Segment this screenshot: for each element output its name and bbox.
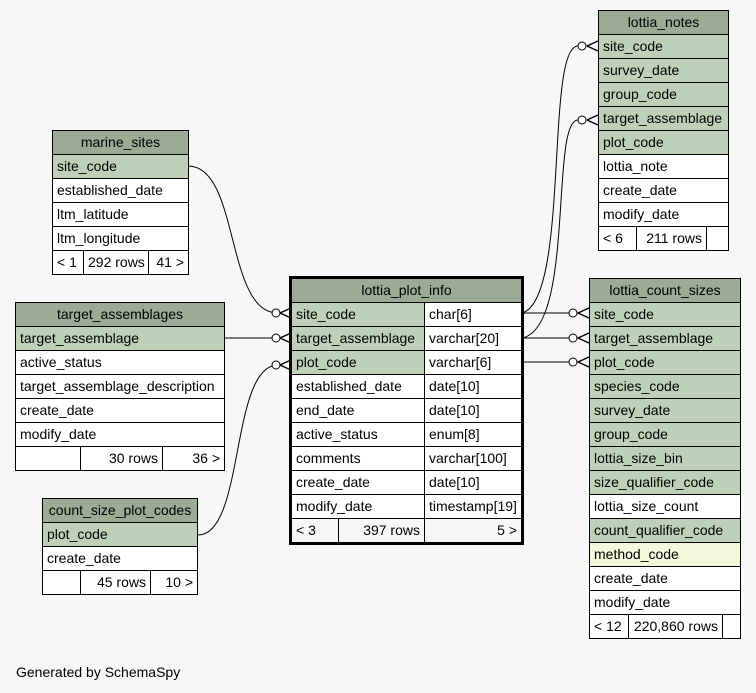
crowfoot-marker <box>586 40 599 52</box>
column-end-date[interactable]: end_date <box>292 399 424 422</box>
column-established-date[interactable]: established_date <box>53 179 188 202</box>
column-target-assemblage-description[interactable]: target_assemblage_description <box>16 375 224 398</box>
column-lottia-size-bin[interactable]: lottia_size_bin <box>590 447 740 470</box>
optional-marker <box>568 357 578 367</box>
crowfoot-marker <box>577 307 590 319</box>
optional-marker <box>577 41 587 51</box>
column-create-date[interactable]: create_date <box>599 179 728 202</box>
optional-marker <box>568 333 578 343</box>
column-survey-date[interactable]: survey_date <box>590 399 740 422</box>
table-title[interactable]: lottia_notes <box>599 11 728 34</box>
column-site-code[interactable]: site_code <box>599 35 728 58</box>
table-title[interactable]: target_assemblages <box>16 303 224 326</box>
column-size-qualifier-code[interactable]: size_qualifier_code <box>590 471 740 494</box>
column-target-assemblage[interactable]: target_assemblage <box>599 107 728 130</box>
table-title[interactable]: lottia_plot_info <box>292 279 521 302</box>
column-plot-code[interactable]: plot_code <box>599 131 728 154</box>
table-lottia-count-sizes[interactable]: lottia_count_sizes site_code target_asse… <box>589 278 741 639</box>
column-create-date[interactable]: create_date <box>16 399 224 422</box>
edge-marine-sites-to-plot-info <box>187 165 279 314</box>
column-modify-date[interactable]: modify_date <box>292 495 424 518</box>
edge-plot-codes-to-plot-info <box>197 364 279 536</box>
column-plot-code[interactable]: plot_code <box>590 351 740 374</box>
column-plot-code[interactable]: plot_code <box>43 523 197 546</box>
column-active-status[interactable]: active_status <box>292 423 424 446</box>
children-link[interactable] <box>706 227 728 250</box>
row-count: 220,860 rows <box>628 615 722 638</box>
crowfoot-marker <box>586 114 599 126</box>
column-type: enum[8] <box>424 423 521 446</box>
column-count-qualifier-code[interactable]: count_qualifier_code <box>590 519 740 542</box>
row-count: 45 rows <box>80 571 150 594</box>
column-modify-date[interactable]: modify_date <box>599 203 728 226</box>
column-type: varchar[20] <box>424 327 521 350</box>
row-count: 397 rows <box>338 519 424 542</box>
column-group-code[interactable]: group_code <box>599 83 728 106</box>
column-lottia-note[interactable]: lottia_note <box>599 155 728 178</box>
column-type: date[10] <box>424 471 521 494</box>
parents-link[interactable]: < 1 <box>57 254 77 270</box>
parents-link[interactable]: < 6 <box>603 230 623 246</box>
parents-link[interactable]: < 3 <box>296 522 316 538</box>
column-ltm-longitude[interactable]: ltm_longitude <box>53 227 188 250</box>
column-survey-date[interactable]: survey_date <box>599 59 728 82</box>
column-ltm-latitude[interactable]: ltm_latitude <box>53 203 188 226</box>
column-type: varchar[6] <box>424 351 521 374</box>
column-site-code[interactable]: site_code <box>53 155 188 178</box>
column-type: char[6] <box>424 303 521 326</box>
children-link[interactable]: 10 > <box>150 571 197 594</box>
generated-by-label: Generated by SchemaSpy <box>16 664 181 680</box>
row-count: 211 rows <box>636 227 706 250</box>
children-link[interactable] <box>722 615 740 638</box>
column-create-date[interactable]: create_date <box>43 547 197 570</box>
row-count: 30 rows <box>80 447 162 470</box>
optional-marker <box>271 333 281 343</box>
table-target-assemblages[interactable]: target_assemblages target_assemblage act… <box>15 302 225 471</box>
column-group-code[interactable]: group_code <box>590 423 740 446</box>
column-species-code[interactable]: species_code <box>590 375 740 398</box>
column-modify-date[interactable]: modify_date <box>590 591 740 614</box>
table-title[interactable]: marine_sites <box>53 131 188 154</box>
crowfoot-marker <box>577 356 590 368</box>
column-create-date[interactable]: create_date <box>590 567 740 590</box>
column-established-date[interactable]: established_date <box>292 375 424 398</box>
optional-marker <box>577 115 587 125</box>
column-modify-date[interactable]: modify_date <box>16 423 224 446</box>
table-lottia-plot-info[interactable]: lottia_plot_info site_code char[6] targe… <box>289 276 524 545</box>
parents-link[interactable] <box>16 447 80 470</box>
column-create-date[interactable]: create_date <box>292 471 424 494</box>
crowfoot-marker <box>577 332 590 344</box>
table-title[interactable]: count_size_plot_codes <box>43 499 197 522</box>
column-type: timestamp[19] <box>424 495 521 518</box>
column-target-assemblage[interactable]: target_assemblage <box>292 327 424 350</box>
parents-link[interactable]: < 12 <box>594 618 622 634</box>
column-plot-code[interactable]: plot_code <box>292 351 424 374</box>
column-active-status[interactable]: active_status <box>16 351 224 374</box>
children-link[interactable]: 36 > <box>162 447 224 470</box>
table-marine-sites[interactable]: marine_sites site_code established_date … <box>52 130 189 275</box>
edge-plot-info-to-notes-assemblage <box>521 119 579 339</box>
edge-plot-info-to-notes-site <box>521 45 579 314</box>
row-count: 292 rows <box>83 251 148 274</box>
column-type: date[10] <box>424 399 521 422</box>
column-type: varchar[100] <box>424 447 521 470</box>
optional-marker <box>271 360 281 370</box>
table-title[interactable]: lottia_count_sizes <box>590 279 740 302</box>
optional-marker <box>568 308 578 318</box>
column-lottia-size-count[interactable]: lottia_size_count <box>590 495 740 518</box>
column-target-assemblage[interactable]: target_assemblage <box>16 327 224 350</box>
table-count-size-plot-codes[interactable]: count_size_plot_codes plot_code create_d… <box>42 498 198 595</box>
children-link[interactable]: 41 > <box>148 251 188 274</box>
column-target-assemblage[interactable]: target_assemblage <box>590 327 740 350</box>
optional-marker <box>271 308 281 318</box>
column-method-code[interactable]: method_code <box>590 543 740 566</box>
column-site-code[interactable]: site_code <box>590 303 740 326</box>
children-link[interactable]: 5 > <box>424 519 521 542</box>
column-site-code[interactable]: site_code <box>292 303 424 326</box>
column-comments[interactable]: comments <box>292 447 424 470</box>
parents-link[interactable] <box>43 571 80 594</box>
column-type: date[10] <box>424 375 521 398</box>
table-lottia-notes[interactable]: lottia_notes site_code survey_date group… <box>598 10 729 251</box>
